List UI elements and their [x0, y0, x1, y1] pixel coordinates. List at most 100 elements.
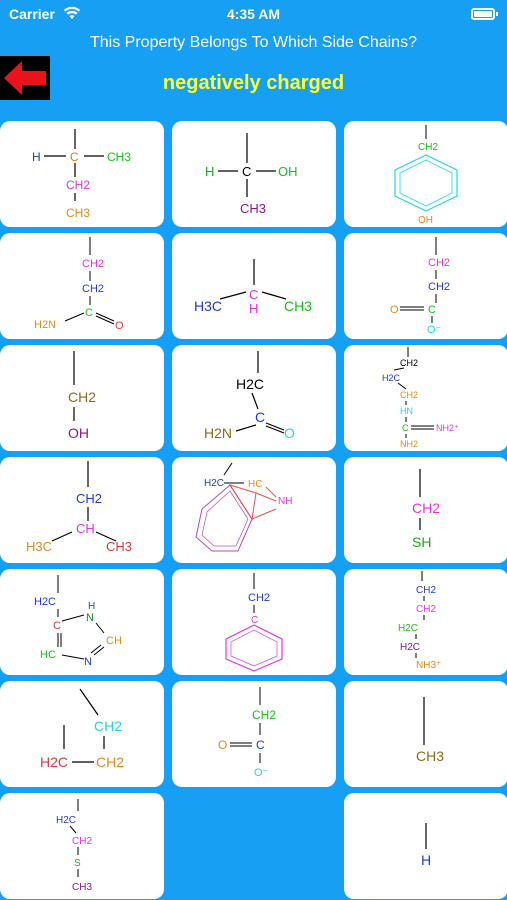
- svg-text:CH3: CH3: [66, 206, 90, 220]
- structure-tile-5[interactable]: H3C C CH3 H: [172, 233, 336, 339]
- svg-text:OH: OH: [68, 425, 89, 441]
- svg-text:HN: HN: [400, 406, 413, 416]
- svg-text:CH: CH: [76, 521, 95, 536]
- svg-text:H: H: [205, 164, 214, 179]
- carrier-label: Carrier: [9, 6, 55, 22]
- svg-text:OH: OH: [418, 215, 433, 226]
- battery-icon: [471, 8, 498, 20]
- svg-text:NH3⁺: NH3⁺: [416, 660, 441, 671]
- wifi-icon: [63, 6, 81, 23]
- svg-text:O: O: [390, 304, 399, 316]
- structure-tile-18[interactable]: CH3: [344, 681, 507, 787]
- svg-text:C: C: [85, 307, 93, 319]
- svg-text:CH2: CH2: [248, 592, 270, 604]
- svg-text:H2C: H2C: [40, 754, 68, 770]
- svg-text:CH2: CH2: [400, 390, 418, 400]
- svg-text:C: C: [53, 620, 61, 632]
- svg-text:CH2: CH2: [72, 836, 92, 847]
- svg-text:CH2: CH2: [82, 258, 104, 270]
- svg-text:N: N: [84, 656, 92, 668]
- svg-text:HC: HC: [40, 649, 56, 661]
- svg-text:CH: CH: [106, 635, 122, 647]
- structure-tile-16[interactable]: CH2 H2C CH2: [0, 681, 164, 787]
- svg-text:CH2: CH2: [416, 604, 436, 615]
- svg-text:H2C: H2C: [204, 478, 224, 489]
- svg-text:O: O: [284, 425, 295, 441]
- svg-text:H3C: H3C: [194, 298, 222, 314]
- svg-text:CH2: CH2: [428, 281, 450, 293]
- svg-text:NH2: NH2: [400, 439, 418, 449]
- svg-text:H: H: [88, 601, 95, 612]
- svg-text:NH: NH: [278, 496, 292, 507]
- svg-text:NH2⁺: NH2⁺: [436, 423, 459, 433]
- structure-tile-20[interactable]: H: [344, 793, 507, 899]
- structure-tile-17[interactable]: CH2 O C O⁻: [172, 681, 336, 787]
- svg-text:CH2: CH2: [412, 500, 440, 516]
- svg-text:O⁻: O⁻: [254, 767, 269, 779]
- structure-tile-4[interactable]: CH2 CH2 C H2N O: [0, 233, 164, 339]
- svg-text:CH3: CH3: [284, 298, 312, 314]
- svg-text:CH2: CH2: [82, 283, 104, 295]
- svg-text:H2C: H2C: [382, 373, 401, 383]
- svg-text:CH2: CH2: [68, 389, 96, 405]
- structure-tile-12[interactable]: CH2 SH: [344, 457, 507, 563]
- svg-text:S: S: [74, 858, 81, 869]
- svg-text:C: C: [242, 164, 251, 179]
- svg-text:CH3: CH3: [416, 748, 444, 764]
- svg-text:H2C: H2C: [400, 642, 420, 653]
- svg-text:N: N: [86, 612, 94, 624]
- svg-text:C: C: [249, 287, 258, 302]
- svg-text:CH2: CH2: [66, 178, 90, 192]
- structure-tile-8[interactable]: H2C C H2N O: [172, 345, 336, 451]
- svg-text:H2C: H2C: [236, 376, 264, 392]
- svg-text:C: C: [256, 738, 265, 752]
- back-arrow-icon: [4, 61, 46, 95]
- svg-text:OH: OH: [278, 164, 298, 179]
- structure-tile-6[interactable]: CH2 CH2 O C O⁻: [344, 233, 507, 339]
- svg-text:C: C: [428, 304, 436, 316]
- svg-text:CH2: CH2: [418, 142, 438, 153]
- status-bar: Carrier 4:35 AM: [0, 0, 507, 28]
- svg-text:H3C: H3C: [26, 539, 52, 554]
- svg-text:O⁻: O⁻: [427, 324, 442, 336]
- svg-text:CH2: CH2: [94, 718, 122, 734]
- svg-text:C: C: [255, 409, 265, 425]
- svg-text:H2N: H2N: [34, 319, 56, 331]
- structure-tile-14[interactable]: CH2 C: [172, 569, 336, 675]
- svg-text:CH2: CH2: [416, 585, 436, 596]
- structure-tile-19[interactable]: H2C CH2 S CH3: [0, 793, 164, 899]
- svg-text:CH2: CH2: [252, 708, 276, 722]
- svg-text:CH3: CH3: [240, 201, 266, 216]
- structure-tile-13[interactable]: H2C C H N CH N HC: [0, 569, 164, 675]
- clock: 4:35 AM: [226, 6, 281, 22]
- svg-text:C: C: [251, 615, 258, 626]
- structure-tile-3[interactable]: CH2 OH: [344, 121, 507, 227]
- svg-text:O: O: [115, 320, 124, 332]
- svg-text:CH2: CH2: [428, 257, 450, 269]
- structure-tile-1[interactable]: H C CH3 CH2 CH3: [0, 121, 164, 227]
- structure-tile-2[interactable]: H C OH CH3: [172, 121, 336, 227]
- svg-text:H2C: H2C: [56, 815, 76, 826]
- svg-text:H: H: [32, 150, 41, 164]
- svg-text:CH3: CH3: [106, 539, 132, 554]
- svg-text:CH2: CH2: [96, 754, 124, 770]
- svg-text:H: H: [421, 852, 431, 868]
- structure-tile-10[interactable]: CH2 CH H3C CH3: [0, 457, 164, 563]
- structure-tile-9[interactable]: CH2 H2C CH2 HN C NH2⁺ NH2: [344, 345, 507, 451]
- svg-text:H2C: H2C: [398, 623, 418, 634]
- svg-text:CH3: CH3: [72, 882, 92, 893]
- svg-text:CH2: CH2: [76, 491, 102, 506]
- svg-text:H2N: H2N: [204, 425, 232, 441]
- structure-tile-11[interactable]: H2C HC NH: [172, 457, 336, 563]
- svg-text:H2C: H2C: [34, 596, 56, 608]
- svg-text:H: H: [249, 301, 258, 316]
- svg-text:HC: HC: [248, 479, 262, 490]
- structure-tile-15[interactable]: CH2 CH2 H2C H2C NH3⁺: [344, 569, 507, 675]
- svg-text:C: C: [70, 150, 79, 164]
- question-text: This Property Belongs To Which Side Chai…: [90, 34, 417, 51]
- answer-text: negatively charged: [162, 72, 345, 94]
- structure-tile-7[interactable]: CH2 OH: [0, 345, 164, 451]
- back-button[interactable]: [0, 56, 50, 100]
- svg-text:SH: SH: [412, 534, 431, 550]
- svg-text:C: C: [402, 423, 409, 433]
